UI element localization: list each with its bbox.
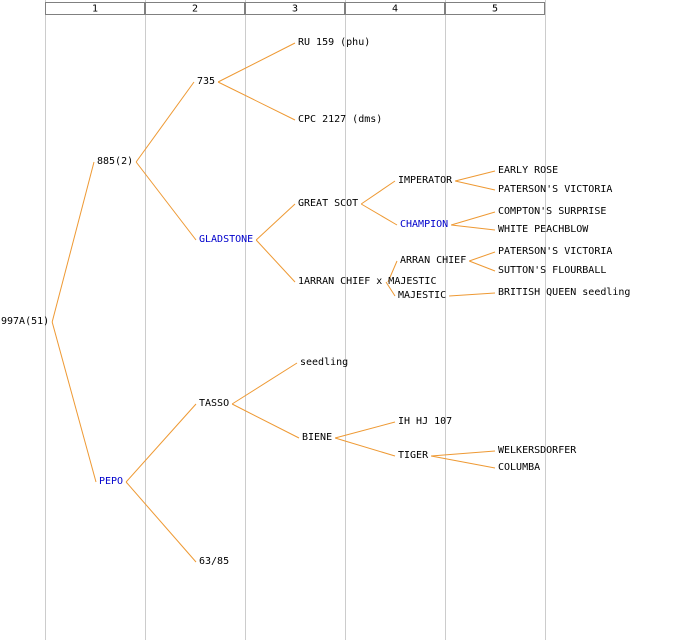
tree-edge-gladstone-arranxmaj	[255, 239, 296, 283]
tree-node-britishqueen: BRITISH QUEEN seedling	[498, 287, 631, 298]
tree-node-comptons: COMPTON'S SURPRISE	[498, 206, 607, 217]
tree-node-pepo[interactable]: PEPO	[99, 476, 124, 487]
tree-edge-arranchief-suttons	[469, 260, 496, 272]
tree-edge-imperator-patersons1	[455, 180, 496, 191]
column-header-label-1: 1	[92, 4, 98, 15]
tree-node-biene: BIENE	[302, 432, 333, 443]
tree-node-imperator: IMPERATOR	[398, 175, 453, 186]
tree-edge-tiger-columba	[431, 455, 496, 469]
tree-edge-biene-tiger	[334, 437, 396, 457]
tree-node-welkersdorfer: WELKERSDORFER	[498, 445, 577, 456]
tree-edge-champion-whitepeach	[451, 224, 496, 231]
tree-node-suttons: SUTTON'S FLOURBALL	[498, 265, 607, 276]
tree-node-n885: 885(2)	[97, 156, 134, 167]
tree-node-cpc2127: CPC 2127 (dms)	[298, 114, 383, 125]
tree-edge-tasso-seedling	[231, 362, 298, 405]
tree-node-n735: 735	[197, 76, 216, 87]
tree-node-n6385: 63/85	[199, 556, 230, 567]
tree-edge-greatscot-imperator	[360, 180, 396, 205]
tree-edge-gladstone-greatscot	[255, 203, 296, 241]
tree-edge-n735-cpc2127	[217, 81, 296, 121]
tree-node-arranxmaj: 1ARRAN CHIEF x MAJESTIC	[298, 276, 437, 287]
tree-node-n997: 997A(51)	[1, 316, 50, 327]
tree-edge-majestic-britishqueen	[449, 292, 496, 297]
tree-node-tasso: TASSO	[199, 398, 230, 409]
tree-edge-imperator-earlyrose	[455, 170, 496, 182]
column-header-box-4	[345, 2, 445, 15]
tree-node-seedling: seedling	[300, 357, 349, 368]
tree-node-patersons2: PATERSON'S VICTORIA	[498, 246, 613, 257]
tree-edge-pepo-tasso	[125, 403, 197, 483]
tree-node-gladstone[interactable]: GLADSTONE	[199, 234, 254, 245]
column-header-label-3: 3	[292, 4, 298, 15]
column-header-label-2: 2	[192, 4, 198, 15]
tree-edge-arranchief-patersons2	[469, 251, 496, 262]
tree-edge-arranxmaj-arranchief	[387, 260, 398, 283]
tree-edge-champion-comptons	[451, 211, 496, 226]
column-header-box-2	[145, 2, 245, 15]
tree-node-arranchief: ARRAN CHIEF	[400, 255, 467, 266]
tree-node-tiger: TIGER	[398, 450, 429, 461]
tree-edge-biene-ihhj107	[334, 421, 396, 439]
tree-node-ihhj107: IH HJ 107	[398, 416, 453, 427]
column-header-label-5: 5	[492, 4, 498, 15]
column-header-box-3	[245, 2, 345, 15]
tree-edge-arranxmaj-majestic	[385, 281, 396, 297]
tree-edge-n885-n735	[135, 81, 195, 163]
column-header-box-5	[445, 2, 545, 15]
column-header-label-4: 4	[392, 4, 398, 15]
tree-node-majestic: MAJESTIC	[398, 290, 447, 301]
tree-node-whitepeach: WHITE PEACHBLOW	[498, 224, 589, 235]
tree-edge-n997-n885	[51, 161, 95, 323]
tree-node-greatscot: GREAT SCOT	[298, 198, 359, 209]
tree-node-champion[interactable]: CHAMPION	[400, 219, 449, 230]
column-header-box-1	[45, 2, 145, 15]
tree-edge-tiger-welkersdorfer	[431, 450, 496, 457]
tree-node-patersons1: PATERSON'S VICTORIA	[498, 184, 613, 195]
tree-node-ru159: RU 159 (phu)	[298, 37, 371, 48]
tree-edge-n885-gladstone	[135, 161, 197, 241]
tree-edge-tasso-biene	[231, 403, 300, 439]
tree-edge-greatscot-champion	[360, 203, 398, 226]
tree-node-earlyrose: EARLY ROSE	[498, 165, 559, 176]
tree-edge-n997-pepo	[51, 321, 97, 483]
tree-edge-n735-ru159	[217, 42, 296, 83]
tree-edge-pepo-n6385	[125, 481, 197, 563]
tree-node-columba: COLUMBA	[498, 462, 541, 473]
